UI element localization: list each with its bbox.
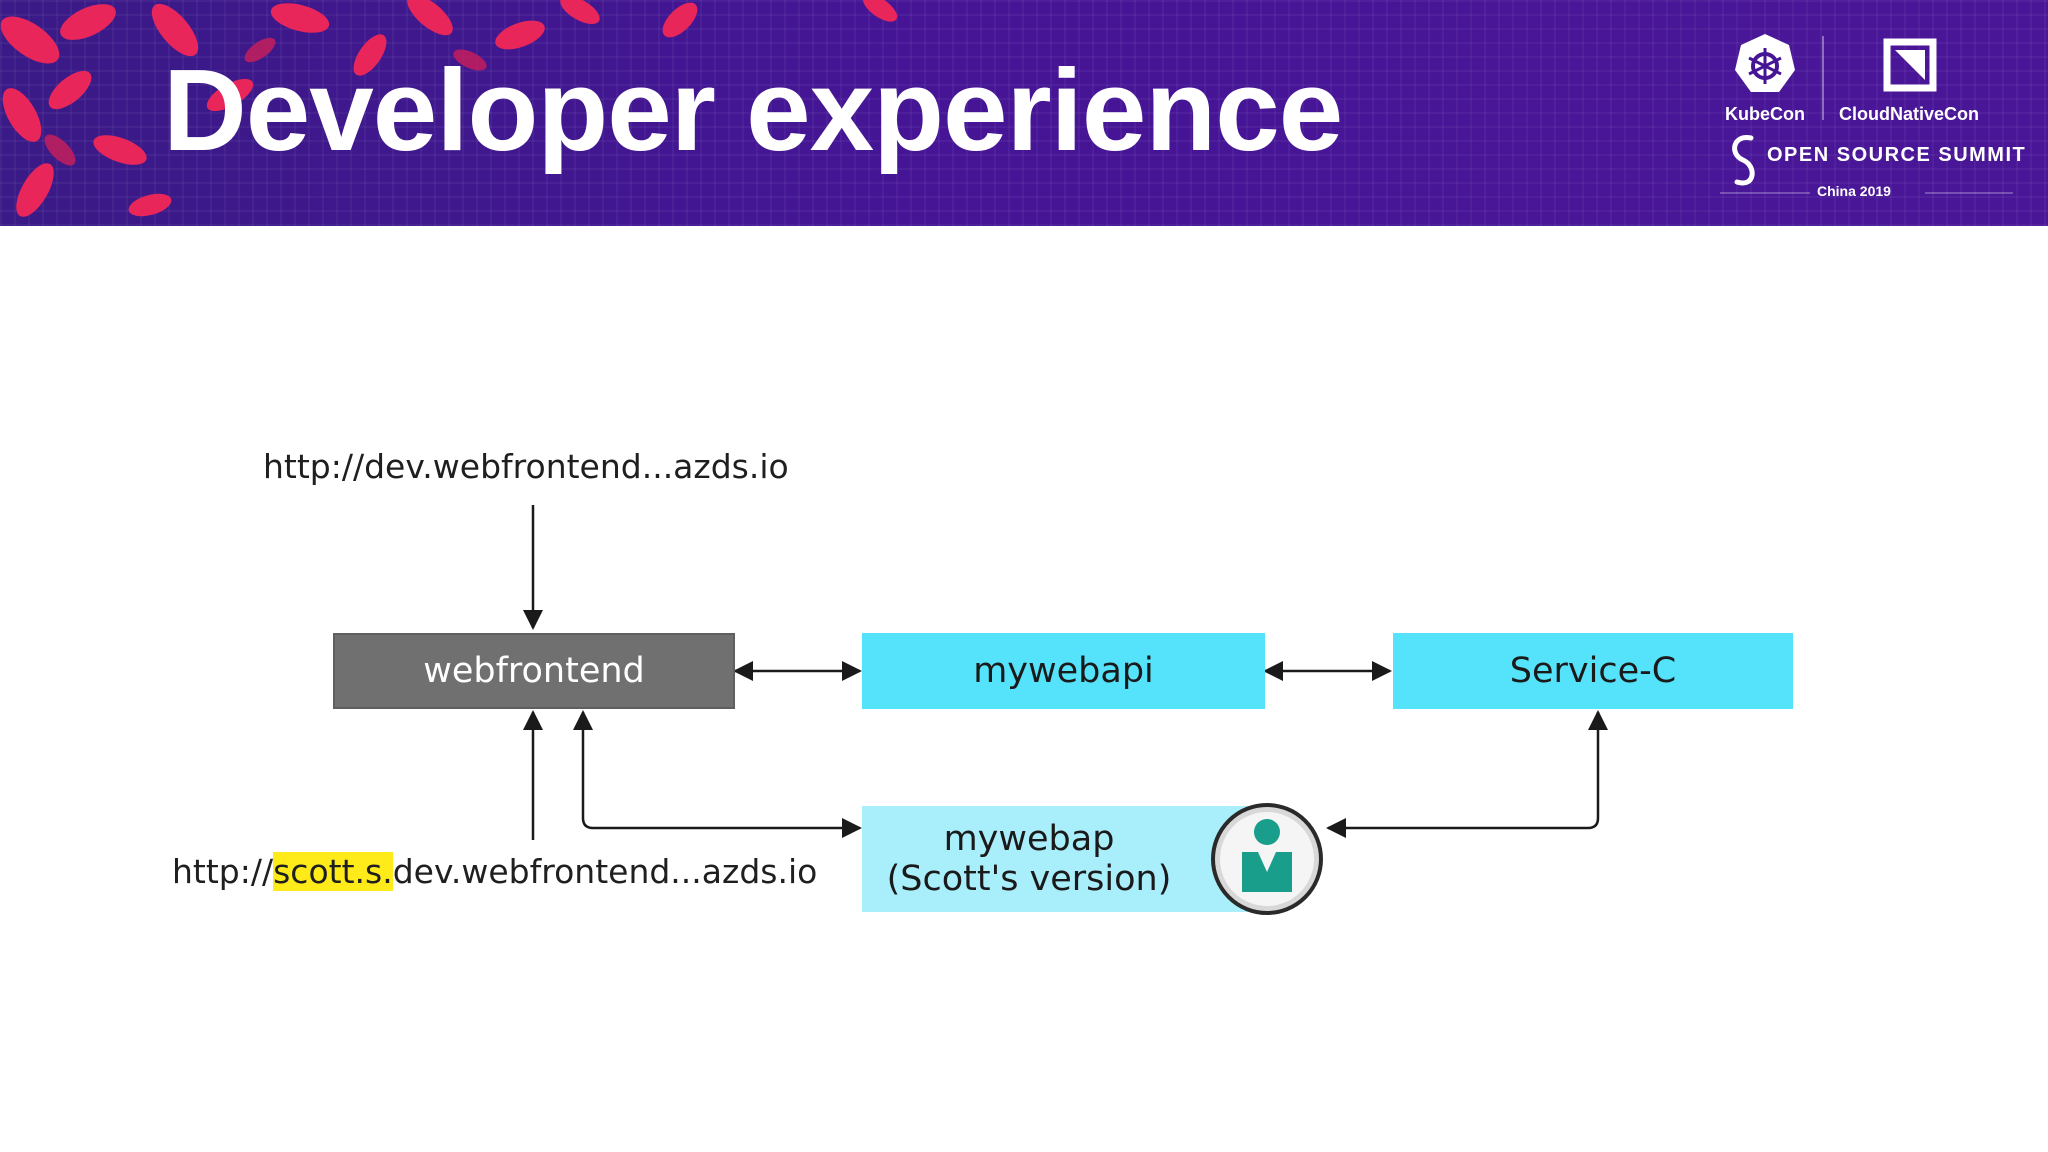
arrow-scott-servicec bbox=[1326, 710, 1608, 838]
node-mywebapi: mywebapi bbox=[862, 633, 1265, 709]
node-scott-line2: (Scott's version) bbox=[886, 859, 1172, 899]
developer-avatar-icon bbox=[1211, 803, 1323, 915]
kubernetes-logo-icon bbox=[1735, 34, 1795, 92]
edition-label: China 2019 bbox=[1817, 183, 1891, 199]
slide-header: Developer experience bbox=[0, 0, 2048, 226]
leaf-decoration bbox=[0, 0, 898, 217]
open-source-summit-icon bbox=[1732, 135, 1755, 186]
scott-url-suffix: dev.webfrontend...azds.io bbox=[392, 852, 818, 891]
event-logo: KubeCon CloudNativeCon OPEN SOURCE SUMMI… bbox=[1715, 30, 2025, 205]
header-grid-texture bbox=[0, 0, 2048, 226]
scott-url-label: http://scott.s.dev.webfrontend...azds.io bbox=[172, 852, 817, 891]
scott-url-prefix: http:// bbox=[172, 852, 274, 891]
dev-url-label: http://dev.webfrontend...azds.io bbox=[263, 447, 789, 486]
arrow-webfrontend-scott bbox=[573, 710, 862, 838]
cloudnative-logo-icon bbox=[1883, 38, 1937, 92]
open-source-summit-label: OPEN SOURCE SUMMIT bbox=[1767, 144, 2027, 166]
kubecon-label: KubeCon bbox=[1725, 104, 1805, 124]
node-webfrontend: webfrontend bbox=[333, 633, 735, 709]
scott-url-highlight: scott.s. bbox=[273, 852, 393, 891]
node-mywebapi-scott: mywebap (Scott's version) bbox=[862, 806, 1266, 912]
node-service-c: Service-C bbox=[1393, 633, 1793, 709]
slide-title: Developer experience bbox=[163, 45, 1343, 175]
cloudnativecon-label: CloudNativeCon bbox=[1839, 104, 1980, 124]
node-scott-line1: mywebap bbox=[943, 818, 1115, 859]
